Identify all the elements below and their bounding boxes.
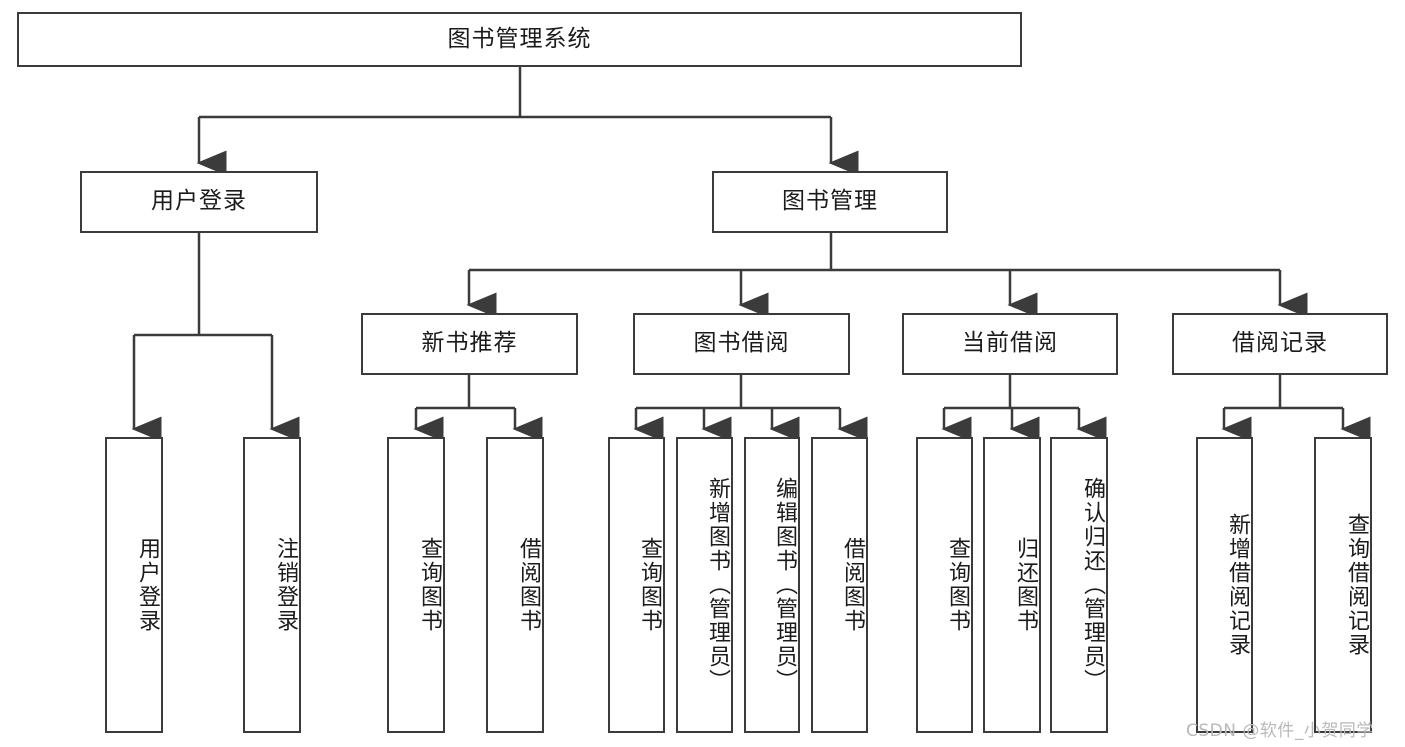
leaf-user-login[interactable]: 用户登录 — [105, 437, 163, 733]
leaf-borrow-query-book[interactable]: 查询图书 — [608, 437, 665, 733]
node-user-login[interactable]: 用户登录 — [80, 171, 318, 233]
leaf-query-borrow-record[interactable]: 查询借阅记录 — [1314, 437, 1372, 733]
leaf-current-query-book-label: 查询图书 — [945, 537, 970, 633]
leaf-edit-book-admin-label: 编辑图书（管理员） — [772, 477, 797, 693]
node-new-book-recommend[interactable]: 新书推荐 — [361, 313, 578, 375]
leaf-edit-book-admin[interactable]: 编辑图书（管理员） — [744, 437, 800, 733]
leaf-confirm-return-admin-label: 确认归还（管理员） — [1080, 477, 1105, 693]
node-root-label: 图书管理系统 — [447, 25, 592, 52]
node-book-borrow[interactable]: 图书借阅 — [633, 313, 850, 375]
leaf-user-login-label: 用户登录 — [135, 537, 160, 633]
leaf-borrow-query-book-label: 查询图书 — [637, 537, 662, 633]
leaf-logout[interactable]: 注销登录 — [243, 437, 301, 733]
leaf-confirm-return-admin[interactable]: 确认归还（管理员） — [1050, 437, 1108, 733]
leaf-add-book-admin[interactable]: 新增图书（管理员） — [676, 437, 733, 733]
node-borrow-record[interactable]: 借阅记录 — [1172, 313, 1388, 375]
node-new-book-recommend-label: 新书推荐 — [421, 330, 518, 357]
leaf-return-book[interactable]: 归还图书 — [983, 437, 1041, 733]
csdn-watermark: CSDN @软件_小贺同学 — [1186, 721, 1374, 741]
leaf-return-book-label: 归还图书 — [1013, 537, 1038, 633]
leaf-recommend-borrow-book-label: 借阅图书 — [516, 537, 541, 633]
leaf-borrow-book[interactable]: 借阅图书 — [811, 437, 868, 733]
leaf-add-borrow-record-label: 新增借阅记录 — [1225, 513, 1250, 657]
leaf-query-borrow-record-label: 查询借阅记录 — [1344, 513, 1369, 657]
node-book-management[interactable]: 图书管理 — [712, 171, 948, 233]
node-current-borrow-label: 当前借阅 — [962, 330, 1058, 357]
leaf-recommend-borrow-book[interactable]: 借阅图书 — [486, 437, 544, 733]
node-book-management-label: 图书管理 — [782, 188, 878, 215]
leaf-logout-label: 注销登录 — [273, 537, 298, 633]
node-root[interactable]: 图书管理系统 — [17, 12, 1022, 67]
leaf-borrow-book-label: 借阅图书 — [840, 537, 865, 633]
node-current-borrow[interactable]: 当前借阅 — [902, 313, 1118, 375]
leaf-add-borrow-record[interactable]: 新增借阅记录 — [1196, 437, 1253, 733]
node-book-borrow-label: 图书借阅 — [693, 330, 790, 357]
leaf-add-book-admin-label: 新增图书（管理员） — [705, 477, 730, 693]
leaf-recommend-query-book-label: 查询图书 — [417, 537, 442, 633]
node-user-login-label: 用户登录 — [151, 188, 247, 215]
leaf-recommend-query-book[interactable]: 查询图书 — [387, 437, 445, 733]
leaf-current-query-book[interactable]: 查询图书 — [916, 437, 973, 733]
node-borrow-record-label: 借阅记录 — [1232, 330, 1328, 357]
